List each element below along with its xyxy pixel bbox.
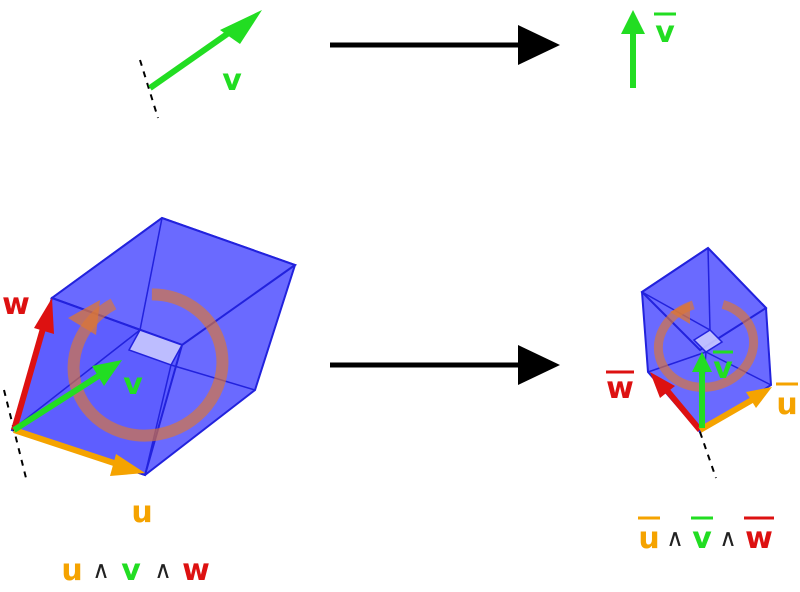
formula-right-v: v: [692, 521, 712, 556]
parallelepiped-inner-face: [127, 329, 184, 366]
v-inner-vector-arrowhead: [92, 360, 122, 386]
formula-right: u ∧ v ∧ w: [638, 516, 774, 556]
u-bar-vector-shaft: [698, 397, 754, 433]
v-bar-vector-arrowhead: [621, 10, 645, 34]
formula-left-v: v: [121, 553, 141, 588]
v-vector-arrowhead: [220, 10, 262, 44]
v-inner-vector-shaft: [12, 372, 102, 433]
formula-left: u ∧ v ∧ w: [61, 553, 210, 588]
right-orientation-rotation-ring: [653, 298, 759, 392]
v-origin-dashed-line: [139, 59, 159, 119]
transform-arrow-top-head: [518, 25, 560, 65]
parallelepiped-right-inner-face: [692, 329, 724, 353]
w-bar-vector-arrowhead: [650, 372, 675, 398]
left-origin-dashed-line: [3, 389, 27, 479]
u-vector-arrowhead: [110, 454, 145, 476]
formula-right-u: u: [638, 521, 659, 556]
formula-left-w: w: [182, 553, 210, 588]
right-origin-dashed-line: [699, 431, 717, 479]
transform-arrow-bottom-head: [518, 345, 560, 385]
u-vector-shaft: [13, 427, 121, 468]
u-bar-vector-arrowhead: [746, 387, 772, 408]
formula-left-wedge-2: ∧: [154, 556, 172, 584]
v-label: v: [222, 63, 242, 98]
formula-right-wedge-1: ∧: [666, 524, 684, 552]
u-bar-label: u: [776, 387, 797, 422]
u-label: u: [131, 495, 152, 530]
right-hidden-edge-1: [707, 247, 711, 331]
w-label: w: [2, 287, 30, 322]
formula-right-w: w: [745, 521, 773, 556]
orientation-rotation-arrowhead: [68, 300, 100, 335]
w-vector-arrowhead: [34, 298, 54, 334]
hidden-edge-4: [144, 364, 172, 476]
w-bar-vector-shaft: [662, 386, 703, 432]
v-vector-shaft: [148, 22, 242, 91]
formula-right-wedge-2: ∧: [719, 524, 737, 552]
hidden-edge-1: [139, 217, 163, 331]
v-inner-label: v: [123, 367, 143, 402]
v-bar-label: v: [655, 15, 675, 50]
right-orientation-rotation-arrowhead: [670, 302, 690, 324]
formula-left-u: u: [61, 553, 82, 588]
parallelepiped-right-top-face: [640, 246, 768, 352]
w-bar-label: w: [606, 371, 634, 406]
v-bar-inner-label: v: [713, 351, 733, 386]
hidden-edge-3: [170, 364, 256, 391]
right-hidden-edge-5: [647, 351, 707, 373]
formula-left-wedge-1: ∧: [92, 556, 110, 584]
v-bar-inner-vector-arrowhead: [692, 352, 712, 372]
w-vector-shaft: [11, 324, 47, 431]
